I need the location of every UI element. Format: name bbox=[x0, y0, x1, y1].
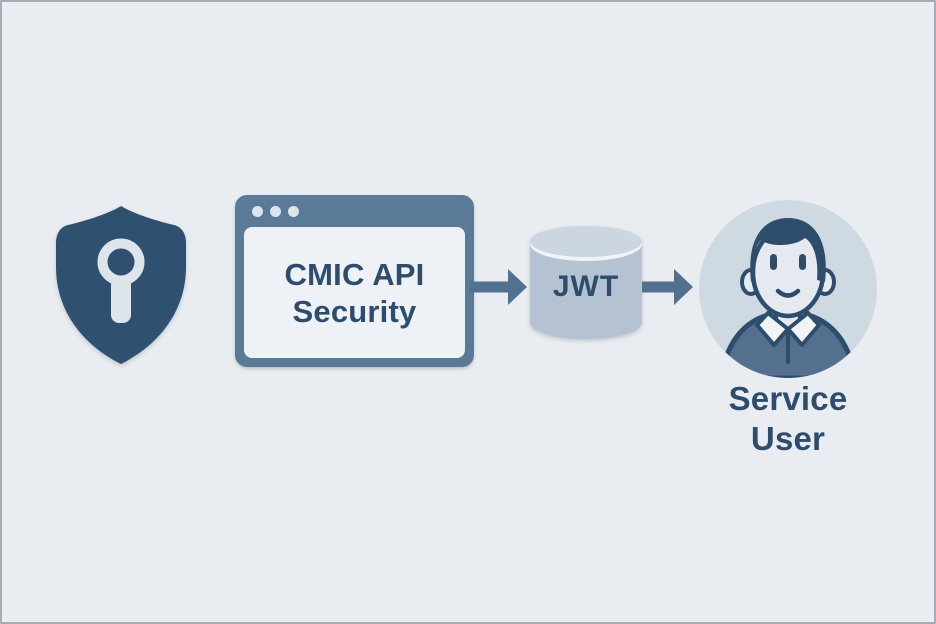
browser-content: CMIC API Security bbox=[244, 227, 465, 358]
keyhole-stem bbox=[111, 277, 131, 323]
eye-right bbox=[799, 254, 806, 270]
eye-left bbox=[770, 254, 777, 270]
window-dot-icon bbox=[288, 205, 299, 217]
shield-keyhole-icon bbox=[56, 206, 186, 364]
collar-left bbox=[755, 311, 790, 347]
browser-window: CMIC API Security bbox=[235, 195, 474, 367]
cylinder-body bbox=[530, 243, 642, 339]
collar-right bbox=[786, 311, 821, 347]
browser-titlebar bbox=[235, 195, 474, 227]
hair bbox=[750, 218, 826, 282]
browser-title-text: CMIC API Security bbox=[284, 256, 425, 329]
jwt-label: JWT bbox=[552, 270, 620, 303]
cylinder-top bbox=[530, 226, 642, 257]
jwt-token-cylinder-icon bbox=[530, 226, 642, 339]
arrow-right-icon bbox=[470, 269, 527, 305]
mouth bbox=[775, 288, 801, 298]
window-dot-icon bbox=[270, 205, 281, 217]
window-dot-icon bbox=[252, 205, 263, 217]
service-user-label: Service User bbox=[728, 380, 848, 457]
arrow-right-icon bbox=[642, 269, 693, 305]
service-user-avatar-icon bbox=[699, 200, 877, 378]
